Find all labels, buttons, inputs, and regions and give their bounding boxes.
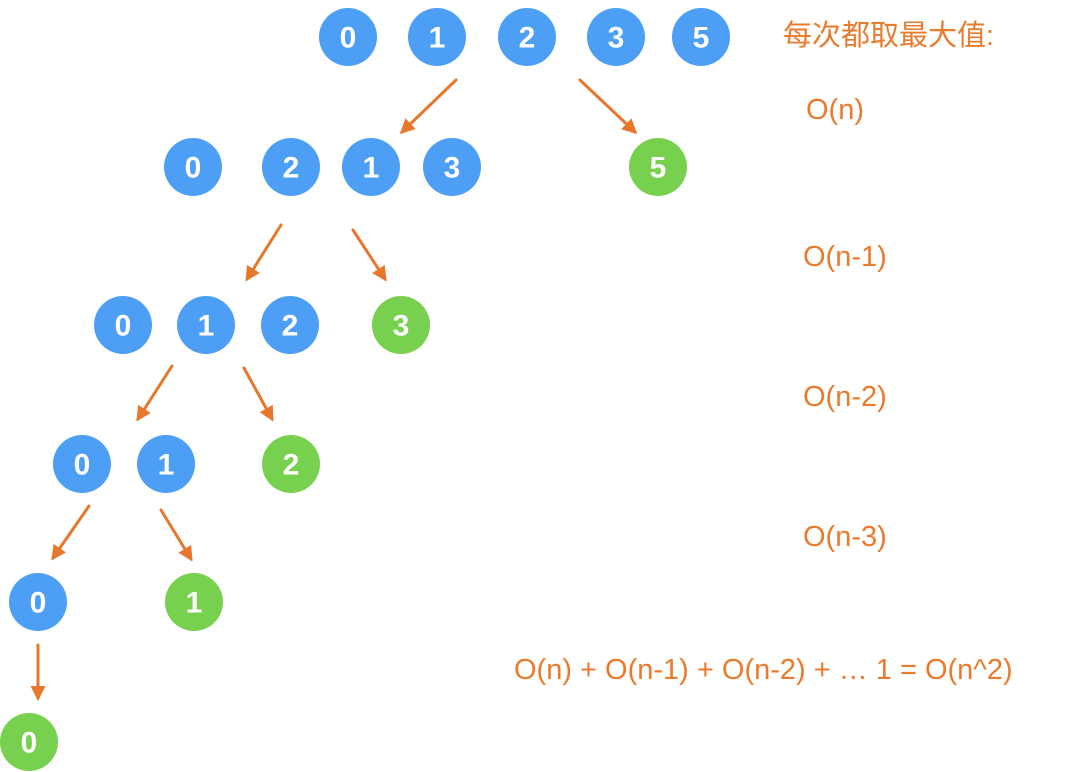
complexity-step-2: O(n-1) [803,241,887,273]
complexity-step-4: O(n-3) [803,521,887,553]
arrow-5 [136,364,174,422]
node-label: 2 [519,22,536,55]
node-label: 3 [444,152,461,185]
node-level-1-3: 2 [498,8,556,66]
node-label: 0 [340,22,357,55]
node-circle [0,713,58,771]
node-level-2-4: 3 [423,138,481,196]
node-circle [319,8,377,66]
node-circle [408,8,466,66]
node-label: 3 [608,22,625,55]
node-label: 3 [393,310,410,343]
node-level-2-3: 1 [342,138,400,196]
node-circle [372,296,430,354]
node-level-3-2: 1 [177,296,235,354]
arrow-7 [51,504,91,561]
node-label: 0 [115,310,132,343]
nodes-layer: 0 1 2 3 5 0 2 1 3 5 0 1 2 3 0 1 2 0 1 0 [0,8,730,771]
node-level-1-5: 5 [672,8,730,66]
node-circle [629,138,687,196]
arrow-3 [245,223,283,282]
node-label: 0 [185,152,202,185]
node-label: 1 [198,310,215,343]
node-circle [342,138,400,196]
node-label: 2 [283,449,300,482]
node-label: 1 [363,152,380,185]
node-label: 0 [21,727,38,760]
node-label: 1 [186,587,203,620]
node-level-2-1: 0 [164,138,222,196]
node-circle [587,8,645,66]
arrow-1 [399,78,458,135]
node-circle [177,296,235,354]
node-label: 1 [429,22,446,55]
arrows-layer [30,78,638,701]
node-label: 2 [282,310,299,343]
node-level-1-2: 1 [408,8,466,66]
complexity-total: O(n) + O(n-1) + O(n-2) + … 1 = O(n^2) [514,654,1013,686]
node-circle [498,8,556,66]
node-label: 0 [74,449,91,482]
node-circle [423,138,481,196]
node-level-6-1-max: 0 [0,713,58,771]
node-level-1-1: 0 [319,8,377,66]
node-circle [9,573,67,631]
node-circle [261,296,319,354]
node-circle [262,138,320,196]
node-level-4-3-max: 2 [262,435,320,493]
complexity-step-3: O(n-2) [803,381,887,413]
arrow-6 [242,366,274,422]
arrow-4 [351,228,387,282]
node-level-3-4-max: 3 [372,296,430,354]
node-level-5-2-max: 1 [165,573,223,631]
node-label: 5 [693,22,710,55]
node-level-2-2: 2 [262,138,320,196]
node-circle [94,296,152,354]
node-circle [672,8,730,66]
node-level-4-1: 0 [53,435,111,493]
arrow-8 [159,508,193,562]
node-level-3-1: 0 [94,296,152,354]
node-circle [137,435,195,493]
node-level-4-2: 1 [137,435,195,493]
node-label: 5 [650,152,667,185]
node-circle [164,138,222,196]
node-label: 2 [283,152,300,185]
heading-annotation: 每次都取最大值: [783,20,995,52]
node-level-2-5-max: 5 [629,138,687,196]
node-circle [53,435,111,493]
arrow-2 [578,78,638,135]
complexity-step-1: O(n) [806,94,864,126]
node-level-3-3: 2 [261,296,319,354]
node-circle [165,573,223,631]
node-level-5-1: 0 [9,573,67,631]
node-circle [262,435,320,493]
node-level-1-4: 3 [587,8,645,66]
node-label: 0 [30,587,47,620]
node-label: 1 [158,449,175,482]
